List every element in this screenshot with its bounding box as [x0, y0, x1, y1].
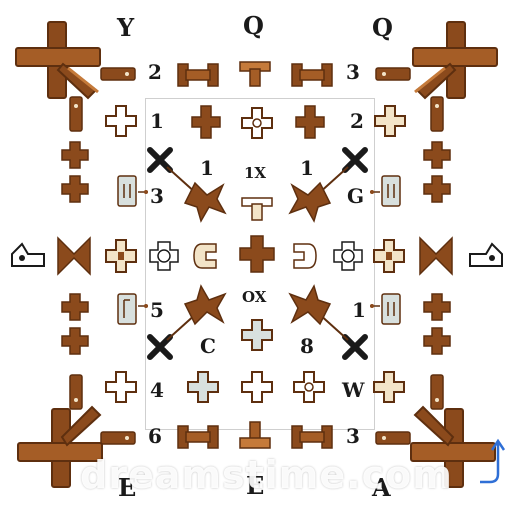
- cream-cross-tile[interactable]: [104, 238, 138, 274]
- wood-cross-icon[interactable]: [238, 234, 276, 274]
- wood-cross-icon[interactable]: [60, 326, 90, 356]
- wood-t-piece[interactable]: [238, 60, 272, 88]
- wood-cross-icon[interactable]: [60, 140, 90, 170]
- white-cross-tile[interactable]: [104, 370, 138, 404]
- label-row8-left: 4: [150, 378, 164, 402]
- label-row3-left: 1: [200, 156, 214, 180]
- diagonal-piece-upper-left[interactable]: [145, 145, 230, 225]
- white-gear-tile[interactable]: [332, 240, 364, 272]
- cream-d-piece[interactable]: [290, 240, 318, 272]
- label-row1-left: 2: [148, 60, 162, 84]
- wood-vbar-piece[interactable]: [429, 96, 445, 132]
- wood-h-piece[interactable]: [290, 62, 334, 88]
- grey-slot-tile[interactable]: [368, 174, 402, 208]
- cream-t-piece[interactable]: [240, 196, 274, 222]
- wood-cross-icon[interactable]: [422, 174, 452, 204]
- wood-h-piece[interactable]: [290, 424, 334, 450]
- white-cross-tile[interactable]: [104, 104, 138, 138]
- label-row6-left: 5: [150, 298, 164, 322]
- wood-bar-piece[interactable]: [100, 66, 136, 82]
- white-a-tile[interactable]: [466, 240, 506, 270]
- wood-cross-icon[interactable]: [294, 104, 326, 140]
- white-cross-tile[interactable]: [292, 370, 326, 404]
- corner-piece-bottom-left[interactable]: [12, 405, 107, 490]
- label-row9-left: 6: [148, 424, 162, 448]
- label-row9-right: 3: [346, 424, 360, 448]
- grey-slot-tile[interactable]: [116, 174, 150, 208]
- label-row7-left: C: [200, 334, 216, 358]
- white-cross-tile[interactable]: [240, 106, 274, 140]
- wood-vbar-piece[interactable]: [68, 96, 84, 132]
- white-gear-tile[interactable]: [148, 240, 180, 272]
- label-row1-right: 3: [346, 60, 360, 84]
- label-row3-right: 1: [300, 156, 314, 180]
- white-a-tile[interactable]: [8, 240, 48, 270]
- wood-vbar-piece[interactable]: [429, 374, 445, 410]
- wood-bar-piece[interactable]: [100, 430, 136, 446]
- label-bottom-mid: E: [246, 471, 265, 500]
- label-bottom-right: A: [372, 473, 391, 502]
- cream-cross-tile[interactable]: [372, 238, 406, 274]
- label-row4-left: 3: [150, 184, 164, 208]
- wood-cross-icon[interactable]: [190, 104, 222, 140]
- cream-cross-tile[interactable]: [373, 104, 407, 138]
- label-top-mid: Q: [243, 11, 264, 40]
- label-row2-right: 2: [350, 109, 364, 133]
- wood-cross-icon[interactable]: [422, 292, 452, 322]
- wood-bar-piece[interactable]: [375, 430, 411, 446]
- wood-bowtie-piece[interactable]: [418, 236, 454, 276]
- label-bottom-left: E: [118, 473, 137, 502]
- grey-slot-tile[interactable]: [116, 292, 150, 326]
- label-row6-right: 1: [352, 298, 366, 322]
- watermark-text: dreamstime.com: [80, 453, 453, 497]
- label-row2-left: 1: [150, 109, 164, 133]
- corner-piece-top-left[interactable]: [8, 18, 103, 100]
- label-row3-mid: 1X: [244, 164, 267, 182]
- wood-vbar-piece[interactable]: [68, 374, 84, 410]
- cream-c-piece[interactable]: [192, 240, 220, 272]
- wood-cross-icon[interactable]: [60, 174, 90, 204]
- wood-cross-icon[interactable]: [422, 140, 452, 170]
- wood-h-piece[interactable]: [176, 62, 220, 88]
- label-top-right: Q: [372, 13, 393, 42]
- label-row6-mid: OX: [242, 288, 267, 306]
- wood-bowtie-piece[interactable]: [56, 236, 92, 276]
- corner-arrow-icon[interactable]: [478, 438, 506, 488]
- wood-cross-icon[interactable]: [422, 326, 452, 356]
- corner-piece-bottom-right[interactable]: [408, 405, 503, 490]
- grey-slot-tile[interactable]: [368, 292, 402, 326]
- diagonal-piece-lower-right[interactable]: [285, 282, 370, 362]
- wood-bar-piece[interactable]: [375, 66, 411, 82]
- corner-piece-top-right[interactable]: [410, 18, 505, 100]
- label-row4-right: G: [347, 184, 365, 208]
- grey-cross-tile[interactable]: [240, 318, 274, 352]
- label-row8-right: W: [342, 378, 365, 402]
- diagonal-piece-upper-right[interactable]: [285, 145, 370, 225]
- wood-cross-icon[interactable]: [60, 292, 90, 322]
- wood-t-piece[interactable]: [238, 420, 272, 450]
- cream-cross-tile[interactable]: [372, 370, 406, 404]
- grey-cross-tile[interactable]: [186, 370, 220, 404]
- wood-h-piece[interactable]: [176, 424, 220, 450]
- diagonal-piece-lower-left[interactable]: [145, 282, 230, 362]
- label-row7-right: 8: [300, 334, 314, 358]
- label-top-left: Y: [117, 13, 135, 42]
- white-cross-tile[interactable]: [240, 370, 274, 404]
